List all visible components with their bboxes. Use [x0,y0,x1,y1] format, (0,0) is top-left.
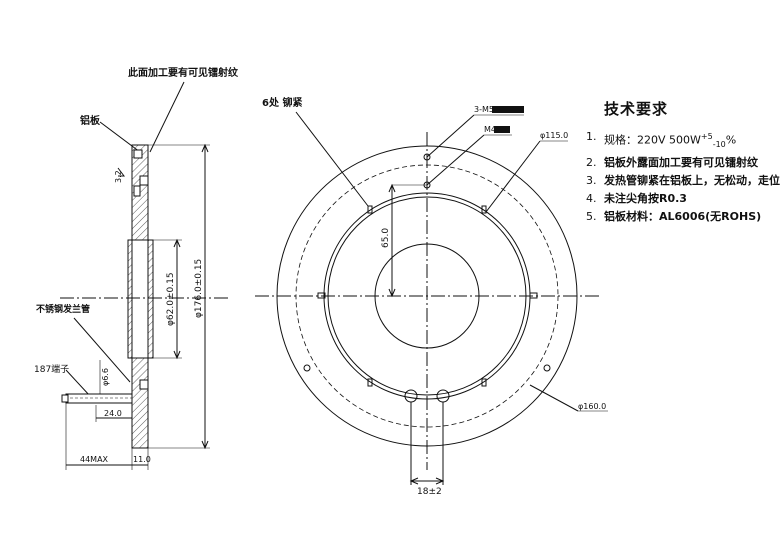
mid-circle-inner [327,196,527,396]
tech-item-text: 发热管铆紧在铝板上，无松动，走位现象 [604,173,780,187]
tech-item: 5. 铝板材料：AL6006(无ROHS) [586,208,776,226]
terminal-pipe [65,393,133,404]
tech-requirements: 技术要求 1. 规格：220V 500W+5-10% 2. 铝板外露面加工要有可… [586,100,780,226]
groove-depth-dim: 3.2 [114,170,123,183]
od-arrows [201,143,209,450]
rivet-6 [481,378,487,387]
dim115-leader [485,140,541,213]
hole-m5-top [423,153,431,161]
pitch-circle [295,164,559,428]
dim-44max: 44MAX [80,455,109,464]
dim160-leader [529,384,579,412]
top-note-leader [149,81,185,153]
tol-minus: -10 [712,139,726,149]
dim-18: 18±2 [417,487,442,497]
m4-depth-text-block [494,126,510,133]
tech-item: 1. 规格：220V 500W+5-10% [586,128,776,154]
m5-leader [426,114,475,158]
outer-circle [276,145,578,447]
pipe-diameter-dim: φ6.6 [101,368,110,386]
dim-115: φ115.0 [540,131,568,140]
groove-bottom [139,379,149,390]
stainless-flange-label: 不锈钢发兰管 [36,303,90,315]
dim-65: 65.0 [381,228,391,248]
spec-text: 规格：220V 500W [604,133,701,147]
tech-item: 2. 铝板外露面加工要有可见镭射纹 [586,154,776,172]
hole-note-m4: M4 [484,125,496,134]
tech-item: 4. 未注尖角按R0.3 [586,190,776,208]
tech-item: 3. 发热管铆紧在铝板上，无松动，走位现象 [586,172,780,190]
tech-item-num: 5. [586,209,597,223]
hole-left [303,364,311,372]
dim-11: 11.0 [133,455,151,464]
terminal-hole-right [436,389,450,403]
tech-item-num: 1. [586,130,597,143]
rivet-leader [295,111,369,207]
tol-suffix: % [725,133,737,147]
side-view: 此面加工要有可见镭射纹 铝板 3.2 φ176.0±0.15 φ62.0±0.1… [34,66,239,470]
groove-low [133,185,141,197]
tol-plus: +5 [700,132,713,141]
rivet-5 [367,378,373,387]
m5-depth-text-block [492,106,524,113]
terminal-label: 187端子 [34,363,69,375]
tech-item-text: 铝板外露面加工要有可见镭射纹 [604,155,758,169]
aluminum-label: 铝板 [80,114,101,127]
hole-right [543,364,551,372]
inner-diameter-dim: φ62.0±0.15 [166,272,176,326]
outer-diameter-dim: φ176.0±0.15 [194,259,204,318]
terminal-hole-left [404,389,418,403]
rivet-3 [317,292,326,299]
terminal-leader [65,369,91,397]
hole-note-m5: 3-M5 [474,105,494,114]
tech-item-num: 3. [586,173,597,187]
rivet-4 [529,292,538,299]
rivet-2 [481,205,487,214]
flange-leader [73,317,131,383]
laser-texture-note: 此面加工要有可见镭射纹 [128,66,239,79]
groove-mid [139,175,149,186]
dim65-arrows [388,183,396,298]
front-view: 18±2 65.0 6处 铆紧 3-M5 M4 φ115.0 φ160.0 [255,96,608,497]
bore-section [131,239,149,359]
tech-list: 1. 规格：220V 500W+5-10% 2. 铝板外露面加工要有可见镭射纹 … [586,128,780,226]
tech-item-num: 2. [586,155,597,169]
groove-top [133,149,143,159]
rivet-1 [367,205,373,214]
inner-bore-circle [374,243,480,349]
dim-160: φ160.0 [578,402,606,411]
dim-24: 24.0 [104,409,122,418]
m4-leader [426,134,485,186]
groove-arrow [117,167,125,177]
dim18-arrows [409,477,445,485]
tech-item-num: 4. [586,191,597,205]
tech-item-text: 未注尖角按R0.3 [604,191,687,205]
rivet-note: 6处 铆紧 [262,96,302,109]
tech-item-text: 铝板材料：AL6006(无ROHS) [604,209,762,223]
id-arrows [173,238,181,360]
tech-title: 技术要求 [604,100,669,118]
terminal-tip [61,394,69,403]
tech-item-text: 规格：220V 500W+5-10% [604,128,736,154]
